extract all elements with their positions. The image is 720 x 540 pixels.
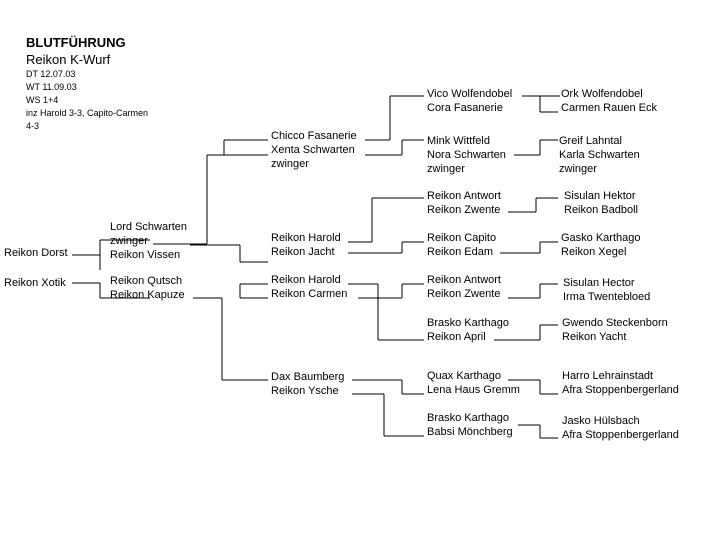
pedigree-name: Mink Wittfeld (427, 135, 490, 147)
gen4-pair-d: Reikon Capito Reikon Edam (427, 231, 496, 259)
pedigree-name: zwinger (110, 235, 148, 247)
pedigree-name: Reikon Yacht (562, 331, 627, 343)
gen3-pair-c: Reikon Harold Reikon Carmen (271, 273, 347, 301)
gen5-pair-a: Ork Wolfendobel Carmen Rauen Eck (561, 87, 657, 115)
pedigree-name: zwinger (427, 163, 465, 175)
pedigree-name: Reikon Antwort (427, 190, 501, 202)
pedigree-name: Reikon Qutsch (110, 275, 183, 287)
page-subtitle: Reikon K-Wurf (26, 52, 111, 67)
meta-line-count: 4-3 (26, 121, 40, 131)
gen5-pair-d: Gasko Karthago Reikon Xegel (561, 231, 641, 259)
pedigree-name: Nora Schwarten (427, 149, 506, 161)
gen2-dam-pair: Reikon Qutsch Reikon Kapuze (110, 274, 185, 302)
pedigree-name: Babsi Mönchberg (427, 426, 513, 438)
pedigree-name: Afra Stoppenbergerland (562, 384, 679, 396)
pedigree-name: Lena Haus Gremm (427, 384, 520, 396)
pedigree-name: Reikon Harold (271, 274, 341, 286)
gen5-pair-g: Harro Lehrainstadt Afra Stoppenbergerlan… (562, 369, 679, 397)
pedigree-name: Irma Twentebloed (563, 291, 651, 303)
pedigree-name: Chicco Fasanerie (271, 130, 357, 142)
pedigree-name: Reikon Vissen (110, 249, 181, 261)
pedigree-name: Cora Fasanerie (427, 102, 503, 114)
meta-line-dt: DT 12.07.03 (26, 69, 76, 79)
gen4-pair-b: Mink Wittfeld Nora Schwarten zwinger (427, 134, 506, 176)
dam-name: Reikon Xotik (4, 277, 66, 289)
meta-line-ws: WS 1+4 (26, 95, 59, 105)
sire-name: Reikon Dorst (4, 247, 68, 259)
page-title: BLUTFÜHRUNG (26, 35, 126, 50)
pedigree-name: Reikon Harold (271, 232, 341, 244)
pedigree-name: Reikon Capito (427, 232, 497, 244)
gen4-pair-c: Reikon Antwort Reikon Zwente (427, 189, 501, 217)
pedigree-name: Jasko Hülsbach (562, 415, 640, 427)
pedigree-name: Greif Lahntal (559, 135, 622, 147)
gen2-sire-pair: Lord Schwarten zwinger Reikon Vissen (110, 220, 187, 262)
gen1-dam: Reikon Xotik (4, 276, 66, 290)
pedigree-name: Lord Schwarten (110, 221, 188, 233)
pedigree-name: Afra Stoppenbergerland (562, 429, 679, 441)
meta-line-wt: WT 11.09.03 (26, 82, 77, 92)
pedigree-name: Reikon Antwort (427, 274, 501, 286)
pedigree-name: Reikon Ysche (271, 385, 339, 397)
pedigree-name: Reikon Jacht (271, 246, 335, 258)
pedigree-name: Dax Baumberg (271, 371, 345, 383)
pedigree-name: Ork Wolfendobel (561, 88, 643, 100)
pedigree-name: Gasko Karthago (561, 232, 641, 244)
pedigree-name: Reikon Zwente (427, 204, 501, 216)
pedigree-name: Reikon Carmen (271, 288, 348, 300)
pedigree-name: Harro Lehrainstadt (562, 370, 654, 382)
pedigree-name: Brasko Karthago (427, 317, 509, 329)
pedigree-name: Reikon Xegel (561, 246, 627, 258)
pedigree-name: Gwendo Steckenborn (562, 317, 668, 329)
pedigree-name: Karla Schwarten (559, 149, 640, 161)
pedigree-name: Reikon Badboll (564, 204, 638, 216)
pedigree-name: Vico Wolfendobel (427, 88, 513, 100)
gen3-pair-d: Dax Baumberg Reikon Ysche (271, 370, 344, 398)
gen4-pair-a: Vico Wolfendobel Cora Fasanerie (427, 87, 512, 115)
pedigree-name: Quax Karthago (427, 370, 501, 382)
gen5-pair-f: Gwendo Steckenborn Reikon Yacht (562, 316, 668, 344)
pedigree-name: Xenta Schwarten (271, 144, 355, 156)
pedigree-name: Brasko Karthago (427, 412, 509, 424)
pedigree-name: Reikon Edam (427, 246, 494, 258)
pedigree-name: Sisulan Hektor (564, 190, 636, 202)
gen4-pair-e: Reikon Antwort Reikon Zwente (427, 273, 501, 301)
pedigree-name: Sisulan Hector (563, 277, 635, 289)
gen1-sire: Reikon Dorst (4, 246, 68, 260)
gen5-pair-e: Sisulan Hector Irma Twentebloed (563, 276, 650, 304)
gen4-pair-g: Quax Karthago Lena Haus Gremm (427, 369, 520, 397)
gen5-pair-c: Sisulan Hektor Reikon Badboll (564, 189, 638, 217)
pedigree-name: zwinger (271, 158, 309, 170)
gen5-pair-b: Greif Lahntal Karla Schwarten zwinger (559, 134, 640, 176)
gen5-pair-h: Jasko Hülsbach Afra Stoppenbergerland (562, 414, 679, 442)
pedigree-name: zwinger (559, 163, 597, 175)
pedigree-name: Reikon April (427, 331, 486, 343)
pedigree-name: Reikon Zwente (427, 288, 501, 300)
gen4-pair-f: Brasko Karthago Reikon April (427, 316, 509, 344)
meta-line-inz: inz Harold 3-3, Capito-Carmen (26, 108, 149, 118)
pedigree-name: Reikon Kapuze (110, 289, 185, 301)
gen3-pair-b: Reikon Harold Reikon Jacht (271, 231, 341, 259)
gen4-pair-h: Brasko Karthago Babsi Mönchberg (427, 411, 513, 439)
pedigree-name: Carmen Rauen Eck (561, 102, 657, 114)
gen3-pair-a: Chicco Fasanerie Xenta Schwarten zwinger (271, 129, 357, 171)
